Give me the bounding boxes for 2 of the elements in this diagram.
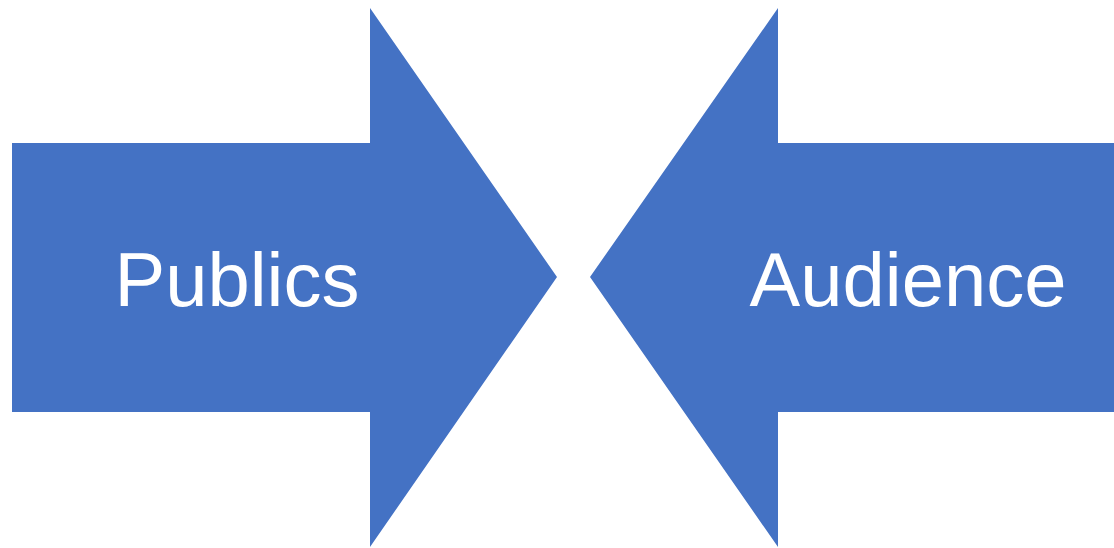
arrow-label: Audience	[749, 242, 1067, 318]
arrow-label: Publics	[114, 242, 360, 318]
